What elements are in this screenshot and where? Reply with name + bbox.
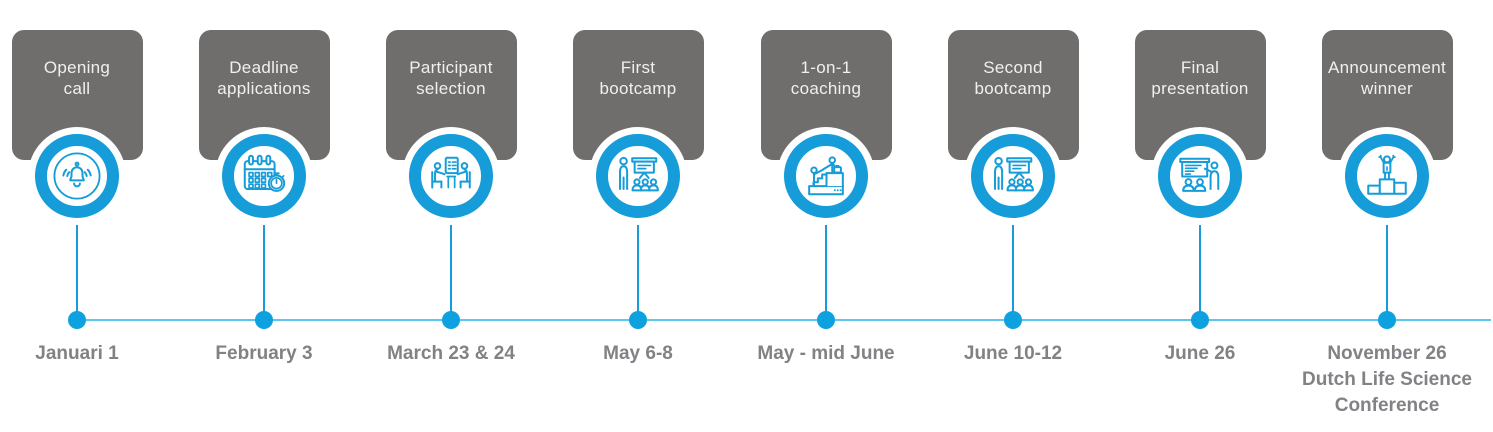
milestone-participant-selection: Participant selection: [351, 0, 551, 432]
milestone-opening-call: Opening call Januari 1: [0, 0, 177, 432]
milestone-icon-ring: [409, 134, 493, 218]
milestone-label: Opening call: [43, 58, 111, 98]
connector-line: [450, 176, 452, 320]
milestone-date: June 26: [1164, 343, 1236, 364]
timeline-dot: [442, 311, 460, 329]
milestone-icon-ring: [971, 134, 1055, 218]
milestone-first-bootcamp: First bootcamp: [538, 0, 738, 432]
timeline-dot: [1191, 311, 1209, 329]
milestone-icon-halo: [28, 127, 126, 225]
milestone-icon-halo: [1151, 127, 1249, 225]
timeline-dot: [255, 311, 273, 329]
milestone-label: Deadline applications: [217, 58, 311, 98]
milestone-label: Participant selection: [409, 58, 493, 98]
timeline-dot: [817, 311, 835, 329]
milestone-announcement-winner: Announcement winner November 26 Dutch Li…: [1287, 0, 1487, 432]
milestone-icon-halo: [215, 127, 313, 225]
presenter-whiteboard-icon: [1175, 151, 1225, 201]
milestone-date: March 23 & 24: [387, 343, 515, 364]
milestone-final-presentation: Final presentation: [1100, 0, 1300, 432]
presentation-audience-icon: [613, 151, 663, 201]
milestone-icon-ring: [35, 134, 119, 218]
winner-podium-icon: [1362, 151, 1412, 201]
milestone-second-bootcamp: Second bootcamp: [913, 0, 1113, 432]
connector-line: [1199, 176, 1201, 320]
milestone-date: November 26 Dutch Life Science Conferenc…: [1302, 343, 1472, 416]
milestone-icon-ring: [1345, 134, 1429, 218]
calendar-deadline-icon: [239, 151, 289, 201]
interview-icon: [426, 151, 476, 201]
milestone-label: 1-on-1 coaching: [790, 58, 862, 98]
connector-line: [263, 176, 265, 320]
milestone-icon-ring: [596, 134, 680, 218]
milestone-icon-halo: [777, 127, 875, 225]
milestone-label: Second bootcamp: [974, 58, 1052, 98]
milestone-icon-halo: [402, 127, 500, 225]
milestone-label: Final presentation: [1151, 58, 1249, 98]
milestone-icon-halo: [964, 127, 1062, 225]
milestone-coaching: 1-on-1 coaching: [726, 0, 926, 432]
timeline-dot: [1004, 311, 1022, 329]
connector-line: [76, 176, 78, 320]
milestone-date: Januari 1: [35, 343, 119, 364]
milestone-date: June 10-12: [963, 343, 1063, 364]
connector-line: [637, 176, 639, 320]
timeline-dot: [68, 311, 86, 329]
milestone-icon-ring: [222, 134, 306, 218]
connector-line: [825, 176, 827, 320]
timeline-dot: [629, 311, 647, 329]
connector-line: [1012, 176, 1014, 320]
bell-icon: [52, 151, 102, 201]
milestone-icon-ring: [784, 134, 868, 218]
connector-line: [1386, 176, 1388, 320]
milestone-icon-halo: [589, 127, 687, 225]
milestone-label: First bootcamp: [599, 58, 677, 98]
milestone-deadline-applications: Deadline applications: [164, 0, 364, 432]
presentation-audience-icon: [988, 151, 1038, 201]
milestone-date: May 6-8: [603, 343, 673, 364]
milestone-label-box: Second bootcamp: [947, 30, 1079, 160]
milestone-label-box: Announcement winner: [1321, 30, 1453, 160]
milestone-icon-halo: [1338, 127, 1436, 225]
timeline-dot: [1378, 311, 1396, 329]
milestone-label: Announcement winner: [1328, 58, 1446, 98]
milestone-date: February 3: [215, 343, 313, 364]
milestone-icon-ring: [1158, 134, 1242, 218]
milestone-date: May - mid June: [757, 343, 895, 364]
timeline-axis: [77, 319, 1491, 321]
coaching-stairs-icon: [801, 151, 851, 201]
